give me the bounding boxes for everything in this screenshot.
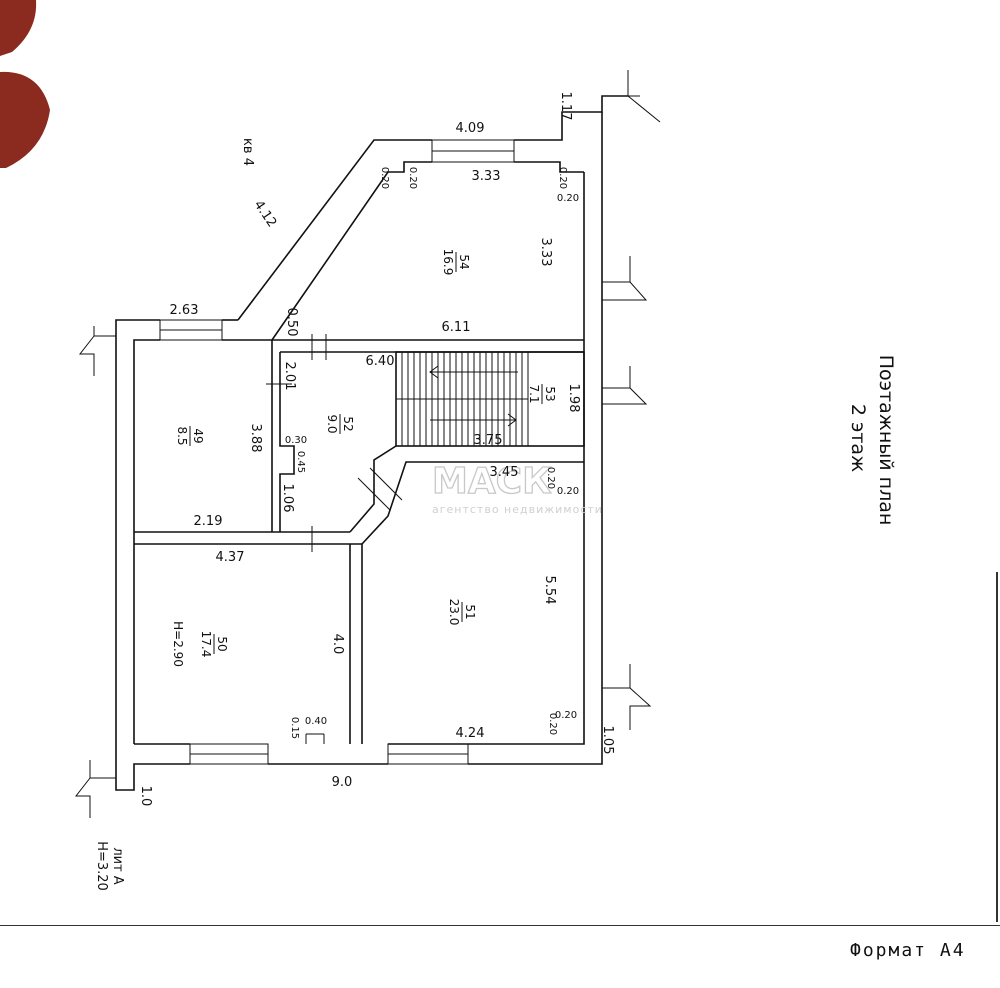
watermark-brand: МАСК bbox=[432, 461, 552, 502]
dim-0-20: 0.20 bbox=[557, 193, 579, 204]
room-51-label: 51 23.0 bbox=[447, 599, 477, 626]
dim-0-20: 0.20 bbox=[555, 710, 577, 721]
room-number: 52 bbox=[341, 416, 355, 431]
dim-0-20: 0.20 bbox=[379, 167, 390, 189]
room-number: 53 bbox=[543, 386, 557, 401]
dim-3-75: 3.75 bbox=[474, 433, 503, 448]
dim-0-45: 0.45 bbox=[295, 451, 306, 473]
dim-1-98: 1.98 bbox=[566, 384, 581, 413]
plan-title: Поэтажный план bbox=[875, 355, 897, 526]
room-50-label: 50 17.4 Н=2.90 bbox=[171, 621, 229, 667]
break-marks bbox=[74, 70, 661, 818]
room-number: 51 bbox=[463, 604, 477, 619]
dim-1-06: 1.06 bbox=[280, 484, 295, 513]
room-54-label: 54 16.9 bbox=[441, 249, 471, 276]
dim-2-63: 2.63 bbox=[170, 303, 199, 318]
room-area: 9.0 bbox=[325, 414, 339, 433]
dim-3-45: 3.45 bbox=[490, 465, 519, 480]
dim-4-24: 4.24 bbox=[456, 726, 485, 741]
watermark-tagline: агентство недвижимости bbox=[432, 503, 603, 516]
room-52-label: 52 9.0 bbox=[325, 414, 355, 434]
dim-0-20: 0.20 bbox=[407, 167, 418, 189]
dim-0-20: 0.20 bbox=[557, 486, 579, 497]
room-number: 50 bbox=[215, 636, 229, 651]
room-area: 17.4 bbox=[199, 631, 213, 658]
dim-0-20: 0.20 bbox=[557, 167, 568, 189]
dim-1-05: 1.05 bbox=[600, 726, 615, 755]
dim-6-11: 6.11 bbox=[442, 320, 471, 335]
stamp-fragment bbox=[0, 0, 50, 168]
dim-4-09: 4.09 bbox=[456, 121, 485, 136]
dim-5-54: 5.54 bbox=[542, 576, 557, 605]
format-label: Формат А4 bbox=[850, 940, 966, 961]
dim-1-17: 1.17 bbox=[558, 92, 573, 121]
dim-2-19: 2.19 bbox=[194, 514, 223, 529]
apartment-label: кв 4 bbox=[240, 138, 255, 166]
room-area: 23.0 bbox=[447, 599, 461, 626]
frame-border-bottom bbox=[0, 925, 1000, 926]
dim-0-40: 0.40 bbox=[305, 716, 327, 727]
room-53-label: 53 7.1 bbox=[527, 384, 557, 404]
lit-label: лит А bbox=[110, 847, 125, 884]
dim-1-0: 1.0 bbox=[138, 786, 153, 807]
dim-0-15: 0.15 bbox=[289, 717, 300, 739]
room-area: 16.9 bbox=[441, 249, 455, 276]
dim-9-0: 9.0 bbox=[332, 775, 353, 790]
lit-height-label: Н=3.20 bbox=[94, 841, 109, 891]
frame-border-right bbox=[996, 572, 998, 922]
dim-3-33-top: 3.33 bbox=[472, 169, 501, 184]
dim-4-12: 4.12 bbox=[251, 198, 280, 230]
dim-4-0: 4.0 bbox=[330, 634, 345, 655]
dim-0-20: 0.20 bbox=[547, 713, 558, 735]
dim-3-88: 3.88 bbox=[248, 424, 263, 453]
dim-0-30: 0.30 bbox=[285, 435, 307, 446]
room-number: 49 bbox=[191, 428, 205, 443]
room-area: 8.5 bbox=[175, 426, 189, 445]
dim-0-50: 0.50 bbox=[284, 308, 299, 337]
dim-2-01: 2.01 bbox=[282, 362, 297, 391]
room-49-label: 49 8.5 bbox=[175, 426, 205, 446]
dim-4-37: 4.37 bbox=[216, 550, 245, 565]
room-area: 7.1 bbox=[527, 384, 541, 403]
dim-0-20: 0.20 bbox=[545, 467, 556, 489]
floor-label: 2 этаж bbox=[847, 404, 869, 472]
staircase bbox=[396, 352, 529, 446]
room-number: 54 bbox=[457, 254, 471, 269]
interior-walls bbox=[134, 334, 585, 744]
room-height: Н=2.90 bbox=[171, 621, 185, 667]
dim-3-33-side: 3.33 bbox=[538, 238, 553, 267]
dim-6-40: 6.40 bbox=[366, 354, 395, 369]
watermark: МАСК агентство недвижимости bbox=[431, 460, 603, 516]
